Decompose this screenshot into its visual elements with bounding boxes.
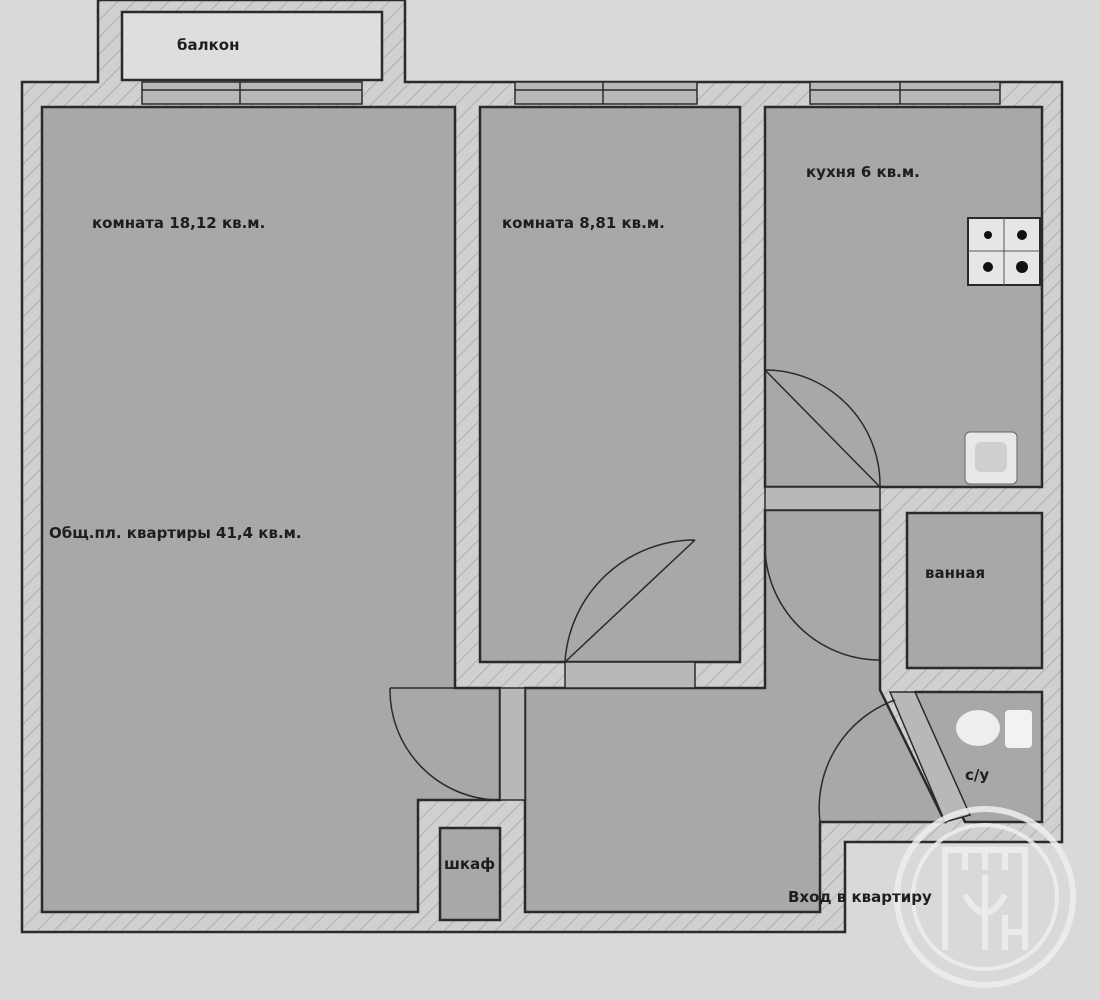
balcony <box>120 10 384 82</box>
room1-label: комната 18,12 кв.м. <box>92 214 266 232</box>
total-area-label: Общ.пл. квартиры 41,4 кв.м. <box>49 524 302 542</box>
windows <box>141 81 1001 105</box>
wc-label: с/у <box>965 766 990 784</box>
wardrobe <box>438 826 502 922</box>
kitchen-label: кухня 6 кв.м. <box>806 163 920 181</box>
toilet-icon <box>956 710 1032 748</box>
room-8 <box>478 105 742 664</box>
balcony-label: балкон <box>177 36 240 54</box>
bathroom <box>905 511 1044 670</box>
hallway <box>523 508 948 914</box>
room2-label: комната 8,81 кв.м. <box>502 214 665 232</box>
kitchen <box>763 105 1044 489</box>
stove-icon <box>967 217 1041 286</box>
wardrobe-label: шкаф <box>444 855 496 873</box>
entrance-label: Вход в квартиру <box>788 888 932 906</box>
doors <box>389 369 972 823</box>
sink-icon <box>964 431 1018 485</box>
bathroom-label: ванная <box>925 564 986 582</box>
watermark-logo <box>894 806 1076 988</box>
